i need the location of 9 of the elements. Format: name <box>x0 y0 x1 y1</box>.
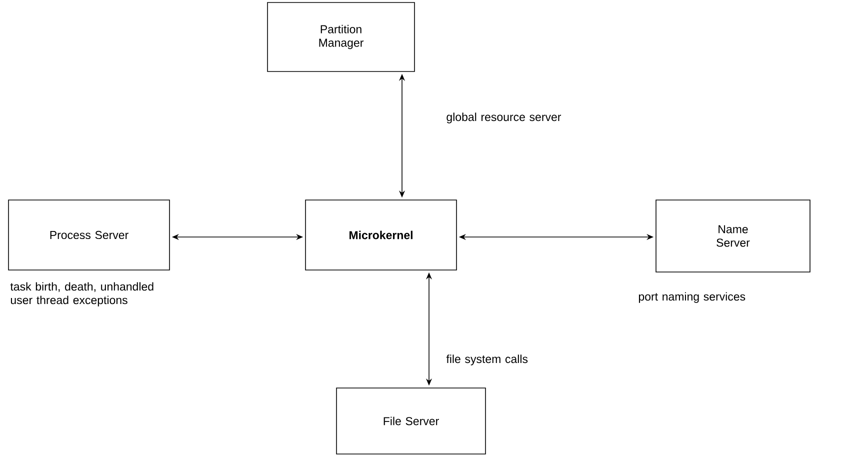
server-box: Name Server <box>656 200 810 272</box>
server-box: File Server <box>336 388 486 454</box>
edge-label: global resource server <box>446 112 562 124</box>
server-box: Process Server <box>8 200 170 270</box>
node-caption: task birth, death, unhandled user thread exceptions <box>10 282 154 306</box>
server-box: Partition Manager <box>267 2 415 72</box>
node-caption: port naming services <box>638 292 746 303</box>
edge-label: file system calls <box>446 354 528 366</box>
server-box: Microkernel <box>305 200 457 270</box>
